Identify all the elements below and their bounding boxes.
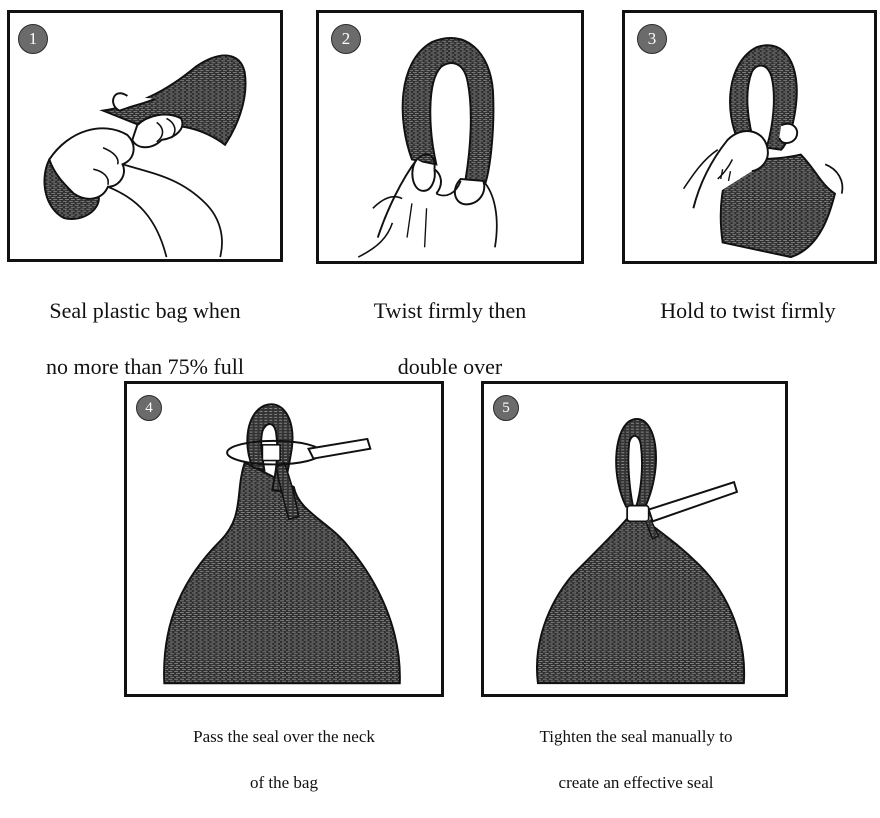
step-1-illustration bbox=[7, 10, 283, 262]
step-4-illustration bbox=[124, 381, 444, 697]
tightened-seal-icon bbox=[484, 384, 785, 694]
step-4-caption-line1: Pass the seal over the neck bbox=[114, 726, 454, 749]
step-1-caption-line1: Seal plastic bag when bbox=[0, 297, 290, 325]
step-2-number-badge: 2 bbox=[331, 24, 361, 54]
twisted-bag-doubled-icon bbox=[319, 13, 581, 261]
step-5-illustration bbox=[481, 381, 788, 697]
step-2-caption-line2: double over bbox=[310, 353, 590, 381]
step-5-caption: Tighten the seal manually to create an e… bbox=[466, 703, 806, 818]
step-4-number-badge: 4 bbox=[136, 395, 162, 421]
step-5-caption-line2: create an effective seal bbox=[466, 772, 806, 795]
step-3-number-badge: 3 bbox=[637, 24, 667, 54]
step-3-caption-line1: Hold to twist firmly bbox=[616, 297, 880, 325]
step-4-caption: Pass the seal over the neck of the bag bbox=[114, 703, 454, 818]
step-5-caption-line1: Tighten the seal manually to bbox=[466, 726, 806, 749]
seal-over-neck-icon bbox=[127, 384, 441, 694]
step-3-caption: Hold to twist firmly bbox=[616, 269, 880, 353]
step-4-caption-line2: of the bag bbox=[114, 772, 454, 795]
step-1-caption-line2: no more than 75% full bbox=[0, 353, 290, 381]
hand-holding-twist-icon bbox=[625, 13, 874, 261]
step-5-number-badge: 5 bbox=[493, 395, 519, 421]
hand-gathering-bag-icon bbox=[10, 13, 280, 259]
step-2-caption-line1: Twist firmly then bbox=[310, 297, 590, 325]
step-1-number-badge: 1 bbox=[18, 24, 48, 54]
